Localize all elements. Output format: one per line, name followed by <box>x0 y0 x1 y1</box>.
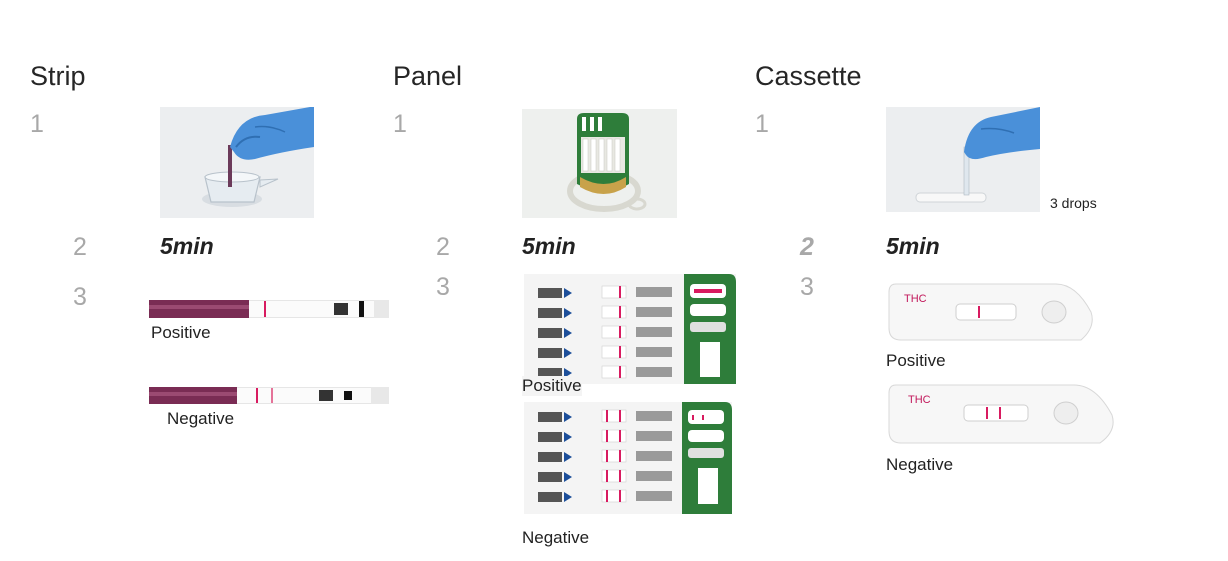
cassette-positive-label: Positive <box>886 351 946 370</box>
strip-positive-result <box>148 299 390 319</box>
cassette-step-3-number: 3 <box>800 273 814 301</box>
cassette-drops-note: 3 drops <box>1050 195 1097 211</box>
panel-positive-result <box>524 272 736 385</box>
cassette-negative-drug-label: THC <box>908 394 931 406</box>
panel-negative-label: Negative <box>522 528 590 547</box>
cassette-dropper-photo <box>886 107 1040 212</box>
strip-step-2-time: 5min <box>160 233 214 259</box>
panel-cup-photo <box>522 109 677 218</box>
cassette-positive-result: THC <box>886 282 1098 344</box>
panel-negative-result <box>524 400 732 515</box>
strip-step-3-number: 3 <box>73 283 87 311</box>
cassette-positive-drug-label: THC <box>904 293 927 305</box>
cassette-step-2-time: 5min <box>886 233 940 259</box>
strip-positive-label: Positive <box>151 323 211 342</box>
cassette-negative-result: THC <box>886 383 1118 447</box>
panel-step-3-number: 3 <box>436 273 450 301</box>
cassette-step-1-number: 1 <box>755 110 769 138</box>
cassette-step-2-number: 2 <box>800 233 814 261</box>
cassette-negative-label: Negative <box>886 455 954 474</box>
panel-step-1-number: 1 <box>393 110 407 138</box>
strip-heading: Strip <box>30 61 86 91</box>
strip-negative-result <box>148 386 390 405</box>
panel-step-2-number: 2 <box>436 233 450 261</box>
panel-positive-label: Positive <box>522 376 582 396</box>
strip-step-2-number: 2 <box>73 233 87 261</box>
panel-step-2-time: 5min <box>522 233 576 259</box>
strip-negative-label: Negative <box>167 409 235 428</box>
strip-step-1-number: 1 <box>30 110 44 138</box>
cassette-heading: Cassette <box>755 61 862 91</box>
strip-dip-photo <box>160 107 314 218</box>
panel-heading: Panel <box>393 61 463 91</box>
